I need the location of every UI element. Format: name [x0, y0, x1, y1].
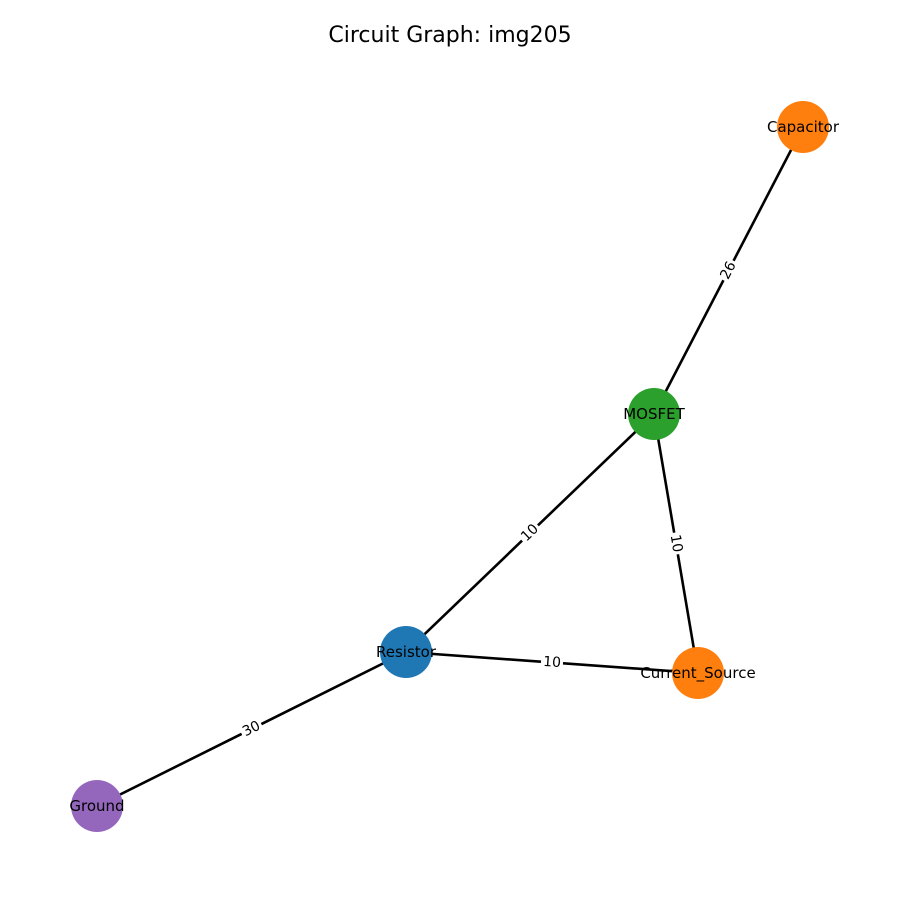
edge-weight-text: 10 — [543, 654, 562, 671]
graph-title: Circuit Graph: img205 — [328, 23, 571, 48]
node-circle-resistor — [380, 626, 432, 678]
node-circle-mosfet — [628, 388, 680, 440]
edge-weight-label: 10 — [540, 651, 564, 674]
edge-label-background — [515, 518, 545, 548]
edges-layer — [96, 126, 805, 808]
node-capacitor: Capacitor — [767, 101, 840, 153]
node-circle-ground — [71, 780, 123, 832]
node-circle-current_source — [672, 647, 724, 699]
edge-weight-label: 30 — [237, 715, 266, 743]
edge-weight-text: 26 — [717, 259, 739, 282]
edge-weight-text: 10 — [667, 533, 686, 553]
edge-label-background — [664, 530, 688, 557]
edge-weight-label: 10 — [515, 518, 545, 548]
edge-weight-text: 30 — [240, 718, 263, 740]
edge-label-background — [540, 651, 564, 674]
edge-label-background — [714, 256, 743, 285]
node-label-current_source: Current_Source — [640, 664, 755, 683]
node-ground: Ground — [69, 780, 125, 832]
edge-weight-label: 10 — [664, 530, 688, 557]
node-label-capacitor: Capacitor — [767, 118, 840, 136]
node-mosfet: MOSFET — [623, 388, 686, 440]
edge-labels-layer: 26 10 10 10 30 — [237, 256, 743, 743]
node-label-ground: Ground — [69, 797, 124, 815]
node-circle-capacitor — [777, 101, 829, 153]
node-label-resistor: Resistor — [376, 643, 437, 661]
edge-label-background — [237, 715, 266, 743]
node-current_source: Current_Source — [640, 647, 756, 699]
node-label-mosfet: MOSFET — [623, 405, 685, 423]
edge-weight-label: 26 — [714, 256, 743, 285]
node-resistor: Resistor — [376, 626, 437, 678]
